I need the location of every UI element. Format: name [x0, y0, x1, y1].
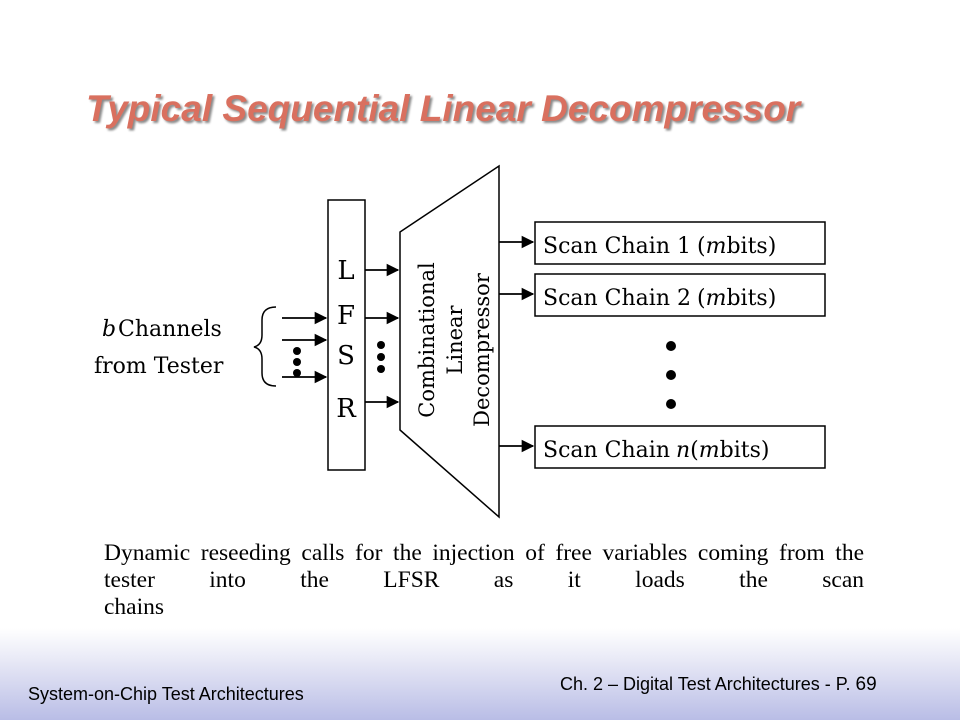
input-ellipsis-dots	[293, 347, 301, 377]
scan-chain-ellipsis-dots	[666, 341, 676, 409]
lfsr-letter-l: L	[337, 256, 354, 286]
footer-chapter-text: Ch. 2 – Digital Test Architectures - P.	[560, 674, 851, 694]
scan-chain-n-box	[534, 425, 826, 469]
scan-chain-1-box	[534, 221, 826, 265]
lfsr-letter-s: S	[337, 341, 355, 371]
decompressor-label: Combinational Linear Decompressor	[415, 262, 494, 427]
decompressor-line-3: Decompressor	[470, 272, 494, 427]
input-label: b Channels from Tester	[94, 317, 224, 379]
slide-title: Typical Sequential Linear Decompressor	[86, 88, 801, 129]
input-label-line2: from Tester	[94, 354, 224, 379]
decompressor-line-1: Combinational	[415, 262, 439, 418]
scan-chain-2-label: Scan Chain 2(mbits)	[543, 286, 776, 311]
decompressor-line-2: Linear	[443, 304, 467, 374]
scan-chain-2: Scan Chain 2(mbits)	[534, 273, 826, 317]
scan-chain-1-label: Scan Chain 1(mbits)	[543, 234, 776, 259]
footer-band	[0, 628, 960, 720]
scan-chain-2-box	[534, 273, 826, 317]
decompressor-diagram: b Channels from Tester L F S R Combinati…	[94, 164, 826, 519]
footer-course-title: System-on-Chip Test Architectures	[28, 684, 304, 704]
scan-chain-1: Scan Chain 1(mbits)	[534, 221, 826, 265]
body-paragraph-last-line: chains	[104, 594, 165, 620]
input-label-var: b	[102, 317, 116, 342]
lfsr-letter-r: R	[336, 394, 357, 424]
footer-chapter-info: Ch. 2 – Digital Test Architectures - P. …	[560, 674, 877, 696]
body-paragraph: Dynamic reseeding calls for the injectio…	[104, 540, 864, 593]
input-label-line1: Channels	[118, 317, 222, 342]
output-arrows	[499, 235, 535, 453]
lfsr-ellipsis-dots	[377, 341, 385, 373]
lfsr-arrows	[365, 263, 400, 409]
input-brace	[253, 306, 277, 387]
page-number: 69	[855, 674, 877, 695]
lfsr-letters: L F S R	[336, 256, 357, 424]
lfsr-box	[327, 199, 366, 471]
decompressor-block	[399, 164, 500, 519]
input-arrows	[282, 311, 328, 384]
lfsr-letter-f: F	[337, 301, 355, 331]
